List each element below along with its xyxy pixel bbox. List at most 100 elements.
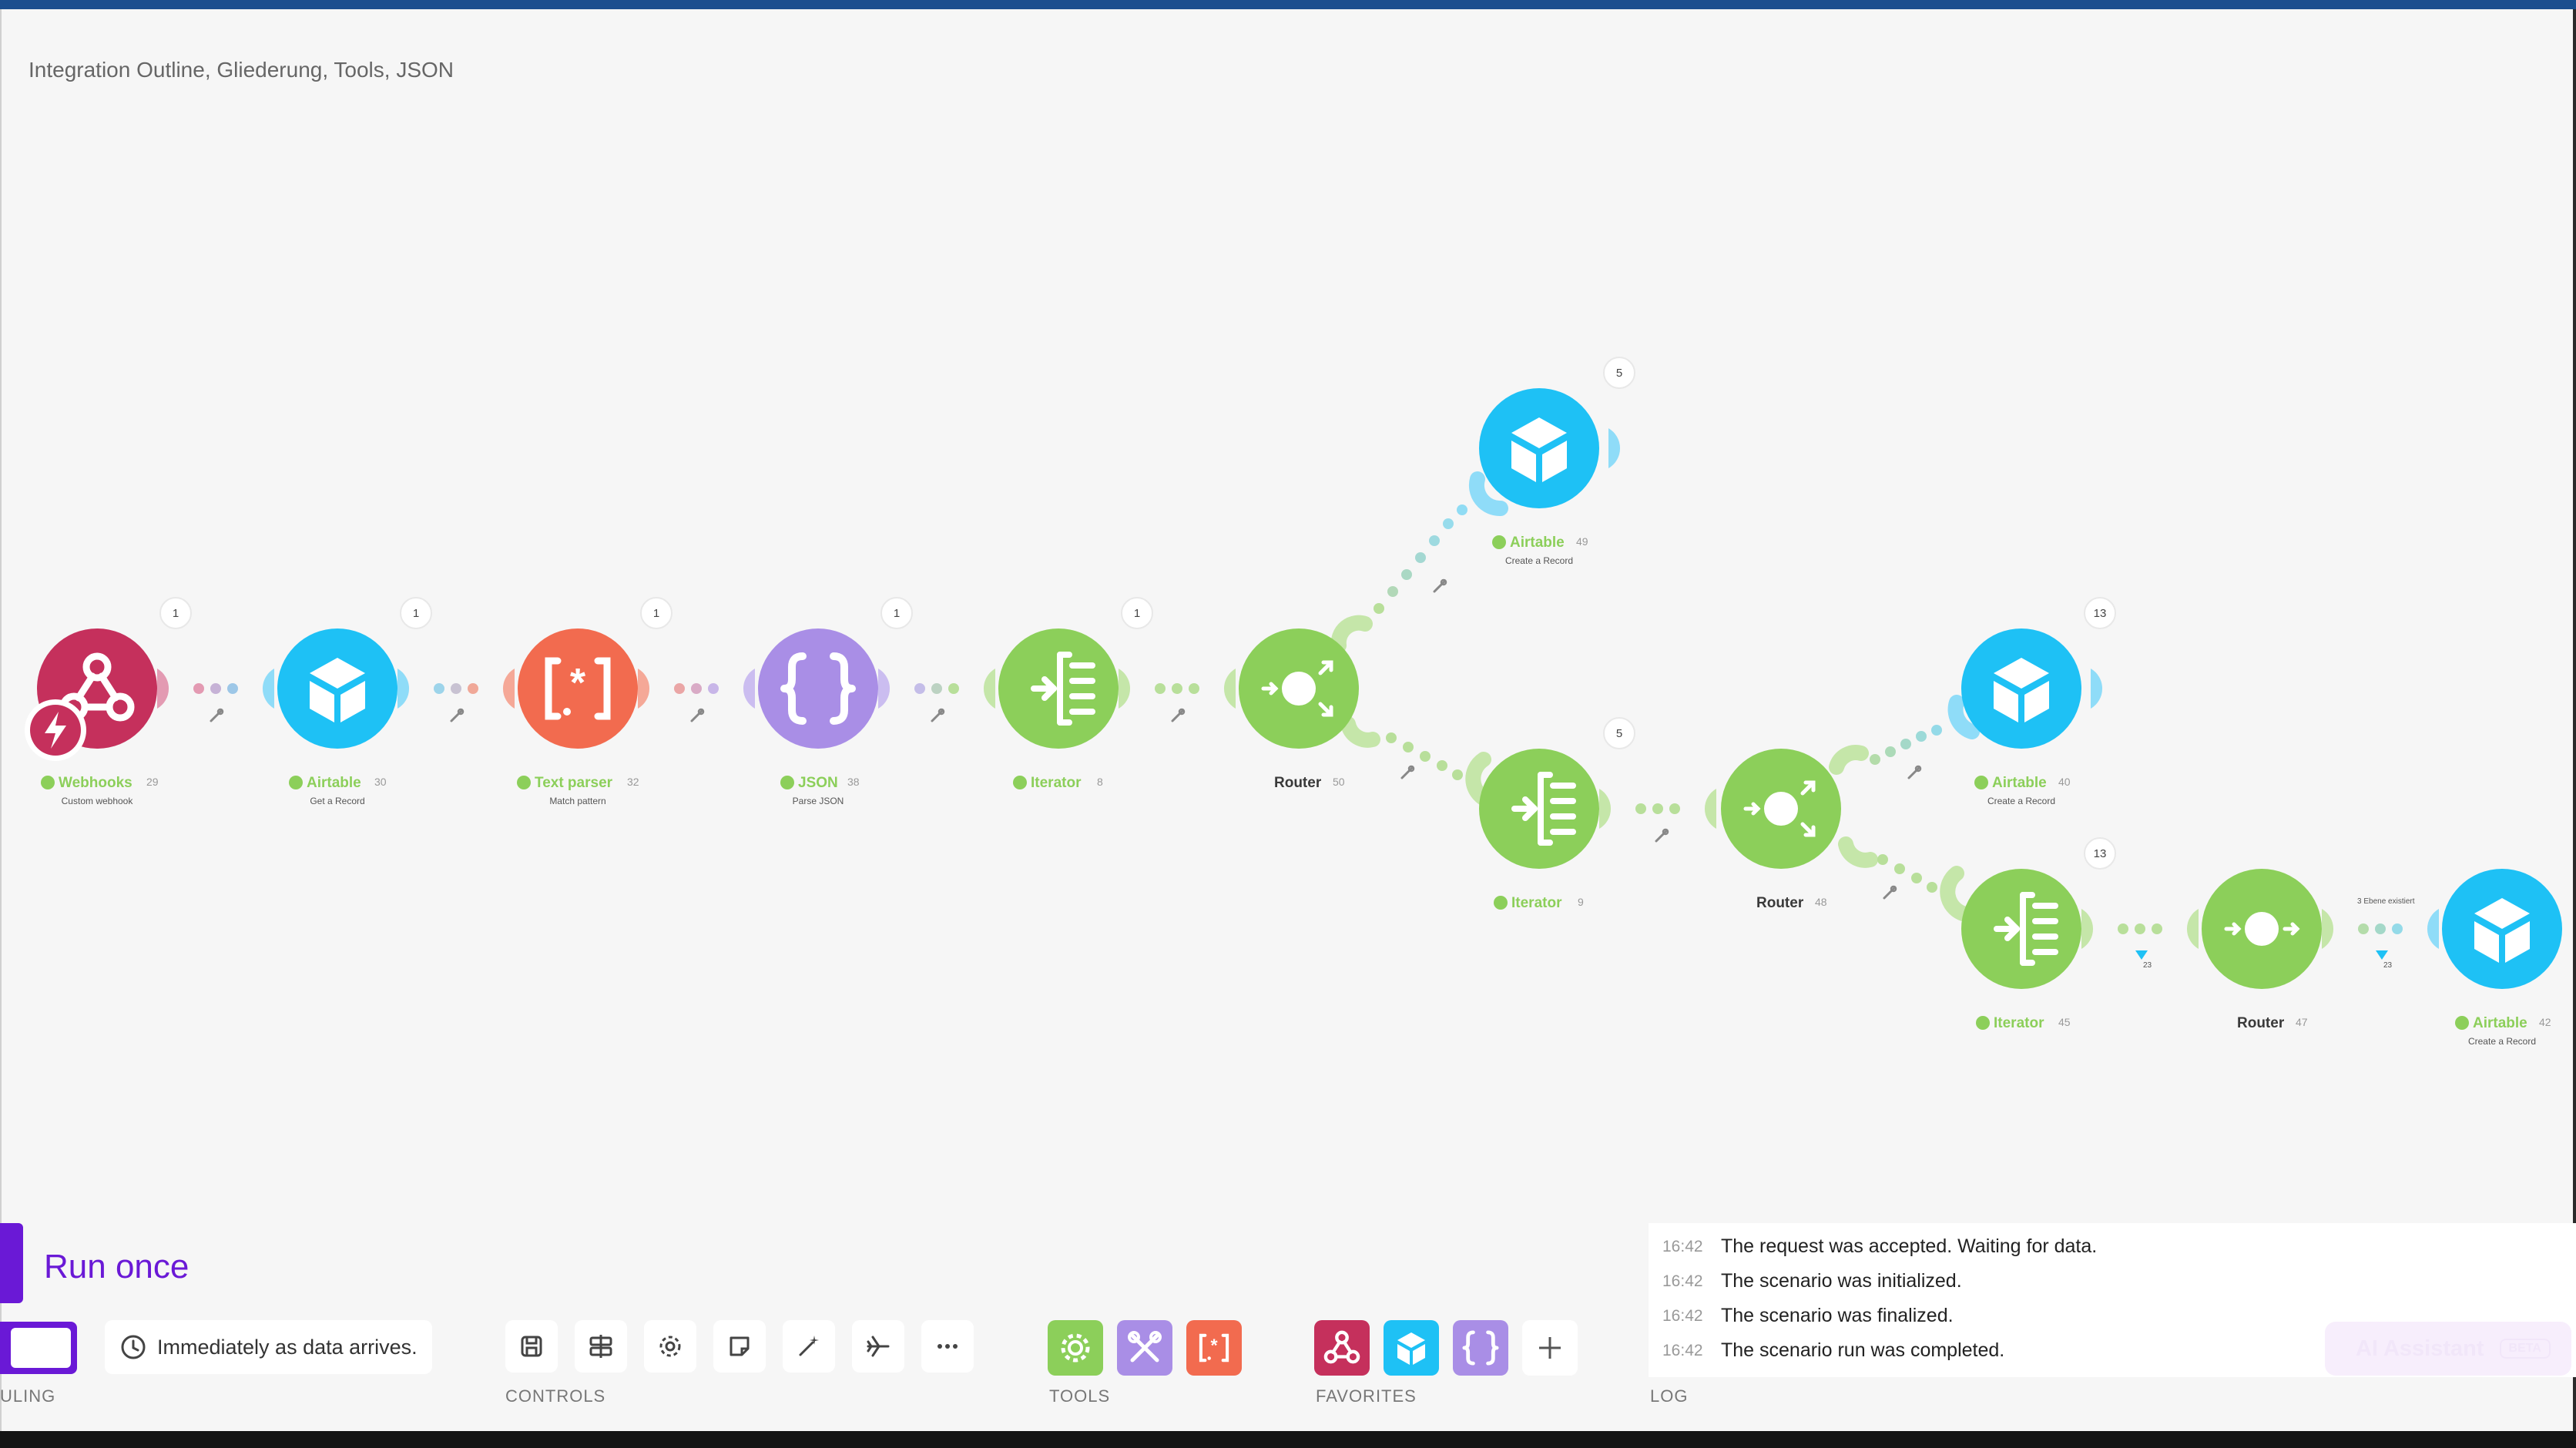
- window-bottom-bar: [0, 1431, 2576, 1448]
- favorite-webhooks[interactable]: [1314, 1320, 1370, 1376]
- json-id: 38: [847, 776, 860, 788]
- json-subtitle: Parse JSON: [793, 796, 844, 806]
- tools-icon: [1128, 1331, 1162, 1363]
- module-router-47[interactable]: Router 47: [2202, 869, 2322, 1031]
- more-button[interactable]: [921, 1320, 974, 1373]
- connection-webhooks-airtable[interactable]: [157, 669, 274, 722]
- connection-iterator-router-47[interactable]: [2081, 909, 2199, 949]
- router-50-id: 50: [1333, 776, 1345, 788]
- connection-json-iterator[interactable]: [878, 669, 995, 722]
- module-router-50[interactable]: Router 50: [1239, 628, 1359, 791]
- airtable-40-count: 13: [2094, 607, 2107, 620]
- connection-router-iterator-45[interactable]: [1838, 836, 1971, 921]
- explain-flow-button[interactable]: [783, 1320, 835, 1373]
- auto-align-button[interactable]: [575, 1320, 627, 1373]
- clock-icon: [121, 1335, 146, 1359]
- notes-button[interactable]: [713, 1320, 766, 1373]
- iterator-8-id: 8: [1097, 776, 1103, 788]
- airplane-icon: [867, 1336, 890, 1357]
- webhooks-title: Webhooks: [59, 775, 132, 791]
- flow-button[interactable]: [852, 1320, 904, 1373]
- iterator-8-title: Iterator: [1031, 775, 1082, 791]
- check-icon: [1492, 535, 1506, 549]
- connection-router-airtable-49[interactable]: [1330, 471, 1508, 653]
- webhooks-count: 1: [173, 607, 179, 620]
- window-right-edge: [2573, 9, 2576, 1431]
- check-icon: [41, 776, 55, 789]
- textparser-count: 1: [653, 607, 659, 620]
- module-json[interactable]: 1 JSON 38 Parse JSON: [758, 597, 913, 806]
- save-icon: [521, 1336, 542, 1357]
- tool-tools[interactable]: [1117, 1320, 1172, 1376]
- module-iterator-8[interactable]: 1 Iterator 8: [998, 597, 1153, 791]
- controls-section-label: CONTROLS: [505, 1386, 606, 1406]
- module-airtable-40[interactable]: 13 Airtable 40 Create a Record: [1961, 597, 2116, 806]
- favorite-airtable[interactable]: [1384, 1320, 1439, 1376]
- module-airtable-49[interactable]: 5 Airtable 49 Create a Record: [1479, 357, 1635, 566]
- webhooks-subtitle: Custom webhook: [62, 796, 134, 806]
- add-favorite-button[interactable]: [1522, 1320, 1578, 1376]
- module-iterator-9[interactable]: 5 Iterator 9: [1479, 717, 1635, 911]
- module-iterator-45[interactable]: 13 Iterator 45: [1961, 837, 2116, 1031]
- router-47-title: Router: [2237, 1015, 2285, 1031]
- connection-iterator-router[interactable]: [1119, 669, 1236, 722]
- favorites-section-label: FAVORITES: [1316, 1386, 1417, 1406]
- tool-text-parser[interactable]: [1186, 1320, 1242, 1376]
- log-section-label: LOG: [1650, 1386, 1689, 1406]
- connection-airtable-textparser[interactable]: [397, 669, 515, 722]
- filter-1[interactable]: 23: [2135, 950, 2152, 970]
- webhooks-icon: [1322, 1328, 1362, 1368]
- breadcrumb: Integration Outline, Gliederung, Tools, …: [29, 58, 454, 82]
- airtable-49-count: 5: [1616, 367, 1622, 380]
- airtable-49-id: 49: [1576, 535, 1588, 548]
- airtable-40-subtitle: Create a Record: [1987, 796, 2055, 806]
- more-icon: [937, 1344, 958, 1349]
- favorite-json[interactable]: [1453, 1320, 1508, 1376]
- check-icon: [289, 776, 303, 789]
- connection-iterator-router-48[interactable]: [1599, 789, 1716, 843]
- settings-button[interactable]: [644, 1320, 696, 1373]
- airtable-42-title: Airtable: [2473, 1015, 2527, 1031]
- module-airtable-get[interactable]: 1 Airtable 30 Get a Record: [277, 597, 432, 806]
- save-button[interactable]: [505, 1320, 558, 1373]
- airtable-42-subtitle: Create a Record: [2468, 1036, 2536, 1047]
- json-count: 1: [894, 607, 900, 620]
- run-once-label[interactable]: Run once: [44, 1248, 190, 1285]
- textparser-subtitle: Match pattern: [549, 796, 605, 806]
- scheduling-toggle[interactable]: [0, 1322, 77, 1374]
- schedule-label: Immediately as data arrives.: [157, 1335, 418, 1359]
- airtable-get-subtitle: Get a Record: [310, 796, 364, 806]
- connection-router-airtable-42[interactable]: [2322, 909, 2439, 949]
- ai-assistant-button[interactable]: AI Assistant BETA: [2325, 1322, 2571, 1376]
- tools-section-label: TOOLS: [1049, 1386, 1111, 1406]
- connection-router-iterator-9[interactable]: [1340, 716, 1498, 809]
- router-47-id: 47: [2296, 1016, 2308, 1028]
- airtable-49-subtitle: Create a Record: [1505, 555, 1573, 566]
- tool-flow-control[interactable]: [1048, 1320, 1103, 1376]
- filter-2-label: 3 Ebene existiert: [2357, 897, 2415, 906]
- module-text-parser[interactable]: 1 Text parser 32 Match pattern: [517, 597, 673, 806]
- ai-assistant-label: AI Assistant: [2356, 1336, 2484, 1361]
- filter-2-count: 23: [2383, 961, 2393, 970]
- instant-trigger-icon: [45, 712, 66, 749]
- module-router-48[interactable]: Router 48: [1721, 749, 1841, 911]
- run-once-button[interactable]: [0, 1223, 23, 1303]
- filter-2[interactable]: 3 Ebene existiert 23: [2357, 897, 2415, 970]
- router-48-id: 48: [1815, 896, 1827, 908]
- filter-1-count: 23: [2143, 961, 2152, 970]
- iterator-8-count: 1: [1134, 607, 1140, 620]
- json-icon: [1461, 1328, 1501, 1368]
- airtable-get-title: Airtable: [307, 775, 361, 791]
- plus-icon: [1539, 1337, 1561, 1359]
- module-webhooks[interactable]: 1 Webhooks 29 Custom webhook: [25, 597, 192, 806]
- window-top-bar: [0, 0, 2576, 9]
- module-airtable-42[interactable]: Airtable 42 Create a Record: [2442, 869, 2562, 1047]
- schedule-setting[interactable]: Immediately as data arrives.: [105, 1320, 432, 1374]
- connection-textparser-json[interactable]: [638, 669, 755, 722]
- log-panel[interactable]: 16:42 The request was accepted. Waiting …: [1649, 1223, 2576, 1377]
- magic-wand-icon: [799, 1336, 819, 1356]
- iterator-45-title: Iterator: [1994, 1015, 2044, 1031]
- connection-router-airtable-40[interactable]: [1829, 695, 1980, 779]
- gear-icon: [1061, 1333, 1090, 1363]
